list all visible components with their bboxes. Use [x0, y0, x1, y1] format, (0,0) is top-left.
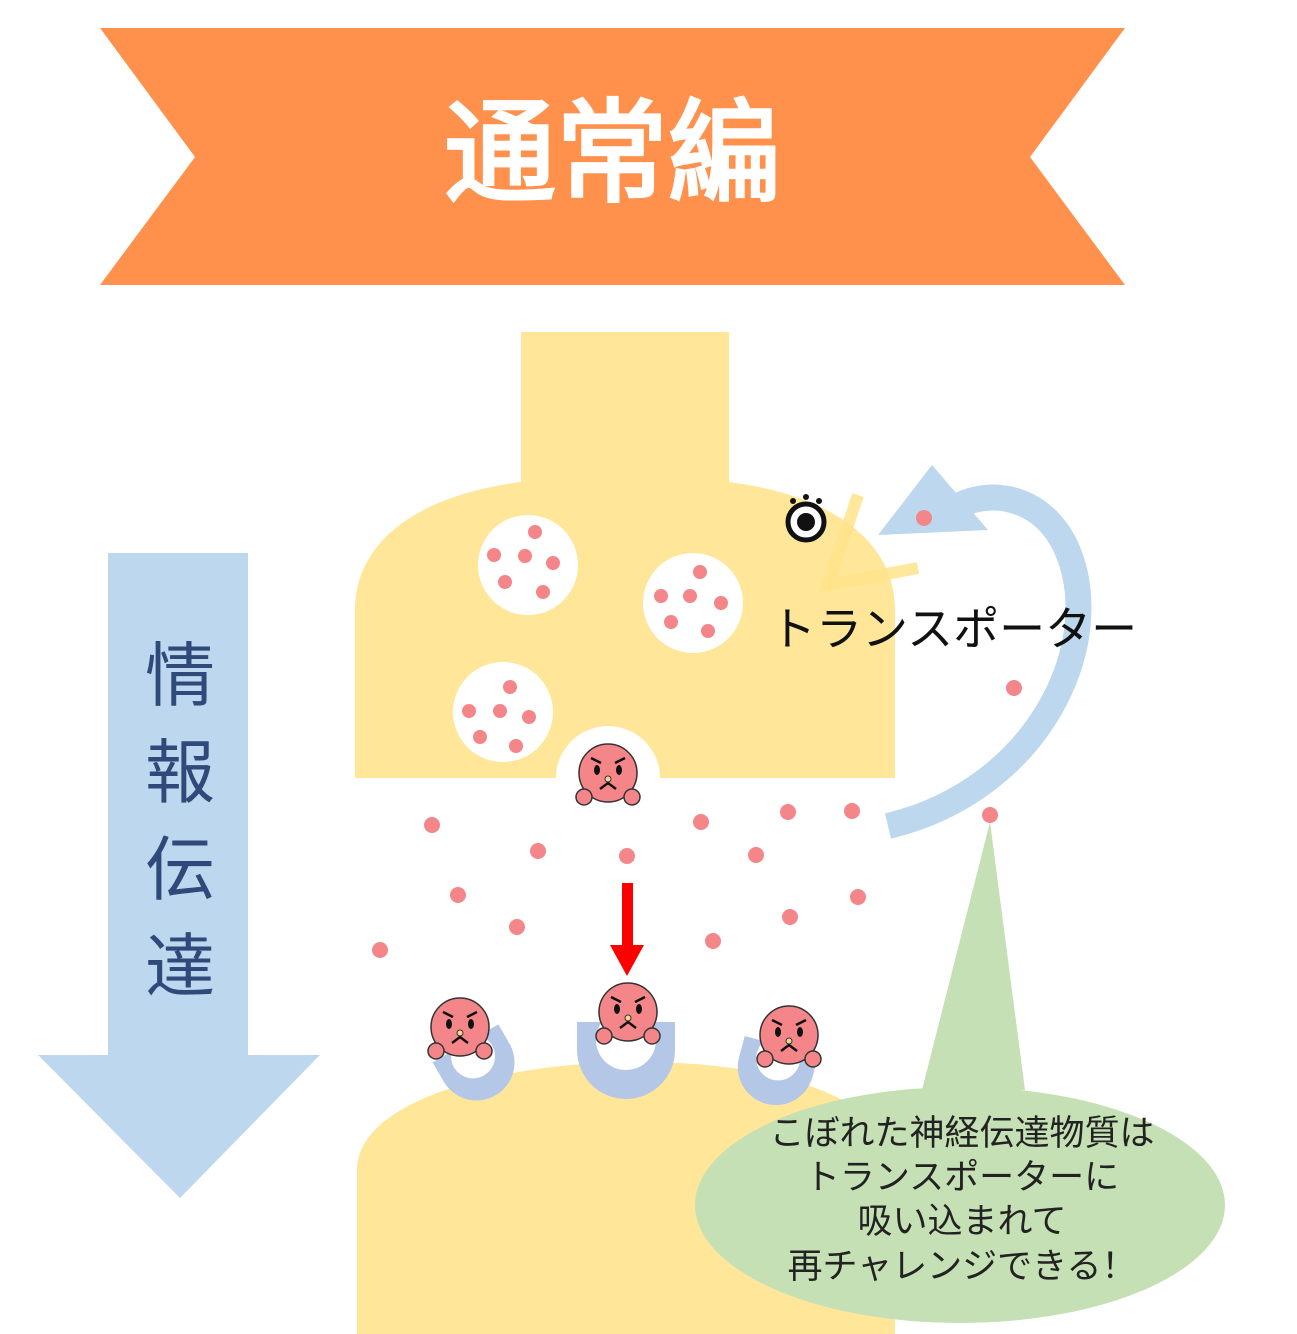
transmitter-dot [982, 807, 998, 823]
transmitter-dot [844, 803, 860, 819]
bubble-line-4: 再チャレンジできる！ [788, 1247, 1137, 1287]
transmitter-dots [372, 680, 1022, 958]
flow-char-2: 報 [145, 732, 215, 814]
title-banner: 通常編 [100, 28, 1125, 285]
transmitter-dot [509, 919, 525, 935]
transmitter-character [755, 1004, 823, 1069]
eye-icon [785, 494, 827, 543]
transmitter-dot [530, 843, 546, 859]
flow-char-3: 伝 [145, 829, 215, 911]
transmitter-dot [450, 887, 466, 903]
transmitter-dot [693, 814, 709, 830]
reuptake-arrow [878, 465, 1092, 839]
transmitter-dot [372, 942, 388, 958]
transmitter-dot [1006, 680, 1022, 696]
transmitter-dot [619, 848, 635, 864]
transmitter-character [426, 996, 494, 1061]
transmitter-dot [780, 804, 796, 820]
bubble-line-1: こぼれた神経伝達物質は [769, 1114, 1154, 1154]
transmitter-character [594, 981, 662, 1046]
banner-title: 通常編 [444, 89, 780, 219]
transmitter-dot [705, 933, 721, 949]
vesicle [453, 662, 553, 762]
transmitter-dot [782, 909, 798, 925]
release-arrow [610, 883, 644, 976]
vesicle [643, 553, 743, 653]
transmitter-dot [424, 817, 440, 833]
transporter-label: トランスポーター [770, 602, 1137, 656]
transporter: トランスポーター [770, 493, 1137, 656]
transmitter-dot [916, 510, 932, 526]
vesicle [478, 515, 578, 615]
flow-char-4: 達 [145, 926, 215, 1008]
transmitter-dot [748, 847, 764, 863]
bubble-line-2: トランスポーターに [805, 1158, 1119, 1198]
information-flow-arrow: 情 報 伝 達 [38, 553, 320, 1198]
bubble-line-3: 吸い込まれて [858, 1202, 1067, 1242]
flow-char-1: 情 [145, 635, 215, 717]
transmitter-dot [850, 889, 866, 905]
speech-bubble: こぼれた神経伝達物質は トランスポーターに 吸い込まれて 再チャレンジできる！ [695, 822, 1225, 1323]
